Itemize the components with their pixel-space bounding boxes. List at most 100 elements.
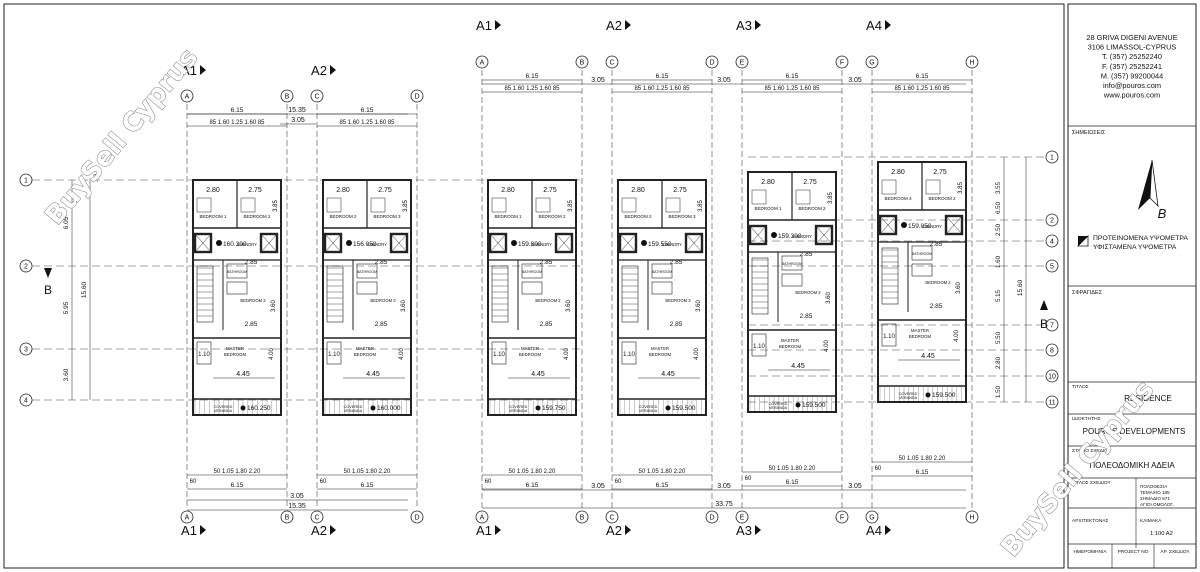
dim-text: 2.85 — [930, 241, 943, 248]
row-axis-bubble — [1045, 234, 1059, 248]
bathroom — [356, 263, 378, 279]
axis-bubble — [735, 55, 749, 69]
lift-cross — [489, 233, 507, 253]
lift-shaft — [193, 232, 213, 254]
dim-total-bottom: 33.75 — [715, 501, 733, 508]
dim-text: 60 — [745, 476, 752, 482]
unit-tag-bottom: A3 — [736, 523, 752, 538]
axis-label: G — [869, 515, 874, 522]
ensuite — [326, 341, 342, 365]
dim-text: 6.15 — [361, 482, 374, 489]
row-axis-label: 2 — [1050, 218, 1054, 225]
room-label: COVERED — [214, 405, 233, 409]
axis-bubble — [310, 89, 324, 103]
dim-text: 2.85 — [375, 321, 388, 328]
room-label: BEDROOM 2 — [795, 290, 821, 295]
lift-shaft — [259, 232, 279, 254]
dim-text: 85 1.60 1.25 1.60 85 — [504, 86, 560, 92]
room-label: BEDROOM 2 — [928, 196, 956, 201]
axis-bubble — [605, 55, 619, 69]
ensuite — [751, 333, 767, 357]
level-text: 159.500 — [672, 405, 696, 412]
dim-text: 6.15 — [231, 482, 244, 489]
dim-text: 60 — [875, 466, 882, 472]
dim-text: 2.85 — [245, 259, 258, 266]
bathroom — [911, 263, 933, 277]
drawing-no-header: ΑΡ. ΣΧΕΔΙΟΥ — [1160, 549, 1190, 555]
dim-text: 85 1.60 1.25 1.60 85 — [209, 120, 265, 126]
axis-label: F — [840, 60, 844, 67]
notes-header: ΣΗΜΕΙΩΣΕΙΣ — [1072, 130, 1106, 136]
room-label: BEDROOM 1 — [199, 214, 227, 219]
dim-text: 3.60 — [566, 300, 572, 312]
room-label: MASTER — [651, 346, 669, 351]
dim-text: 4.45 — [661, 371, 675, 378]
axis-bubble — [605, 510, 619, 524]
owner: POUROS DEVELOPMENTS — [1083, 427, 1186, 436]
row-axis-bubble — [1045, 369, 1059, 383]
room-label: BEDROOM 2 — [798, 206, 826, 211]
drawing-title-header: ΤΙΤΛΟΣ ΣΧΕΔΙΟΥ — [1072, 480, 1111, 486]
dim-text: 2.80 — [761, 179, 775, 186]
room-label: LAUNDRY — [662, 242, 682, 247]
dim-text: 85 1.60 1.25 1.60 85 — [764, 86, 820, 92]
address-line: 3106 LIMASSOL-CYPRUS — [1088, 43, 1177, 52]
level-marker-icon — [346, 240, 352, 246]
dim-text: 3.60 — [956, 282, 962, 294]
axis-bubble — [410, 89, 424, 103]
dim-text: 3.60 — [826, 292, 832, 304]
room-label: VERANDA — [769, 406, 788, 410]
bathroom — [651, 263, 673, 279]
axis-label: F — [840, 515, 844, 522]
wardrobe — [535, 197, 551, 213]
room-label: BATHROOM — [522, 270, 543, 274]
room-label: VERANDA — [639, 409, 658, 413]
dim-text: 2.80 — [631, 187, 645, 194]
dim-text: 3.85 — [828, 192, 834, 204]
dim-total-top: 15.35 — [288, 107, 306, 114]
axis-bubble — [475, 55, 489, 69]
dim-text: 2.85 — [930, 303, 943, 310]
dim-text: 2.85 — [800, 251, 813, 258]
room-label: MASTER — [911, 328, 929, 333]
row-axis-bubble — [1045, 343, 1059, 357]
room-label: BEDROOM 2 — [240, 298, 266, 303]
lift-cross — [260, 233, 278, 253]
bathroom — [651, 281, 673, 295]
right-row-axes: 12457810113.556.502.501.605.155.502.801.… — [748, 150, 1059, 409]
axis-bubble — [575, 55, 589, 69]
wardrobe — [240, 197, 256, 213]
stage-header: ΣΤΑΔΙΟ ΣΧΕΔΙΟΥ — [1072, 448, 1112, 454]
dim-text: 4.45 — [791, 363, 805, 370]
room-label: BEDROOM — [354, 352, 377, 357]
axis-bubble — [735, 510, 749, 524]
dim-text: 4.00 — [399, 348, 405, 360]
dim-text: 1.10 — [753, 344, 765, 350]
dim-text: 2.80 — [891, 169, 905, 176]
dim-text: 85 1.60 1.25 1.60 85 — [339, 120, 395, 126]
unit-tag-top: A3 — [736, 18, 752, 33]
address-line: F. (357) 25252241 — [1102, 62, 1162, 71]
row-axis-bubble — [1045, 395, 1059, 409]
north-label: B — [1158, 206, 1167, 221]
axis-label: G — [869, 60, 874, 67]
bathroom — [911, 245, 933, 261]
dim-text: 2.75 — [803, 179, 817, 186]
drawing-frame — [3, 3, 1065, 569]
dim-text: 60 — [320, 479, 327, 485]
location-line: ΣΗΜΑΔΙΟ 571 — [1140, 496, 1170, 501]
dim-text: 85 1.60 1.25 1.60 85 — [894, 86, 950, 92]
dim-text: 6.15 — [231, 107, 244, 114]
row-axis-label: 10 — [1048, 374, 1056, 381]
dim-gap: 3.05 — [717, 77, 731, 84]
level-marker-icon — [535, 405, 541, 411]
dim-text: 1.10 — [198, 352, 210, 358]
axis-label: C — [314, 94, 319, 101]
dim-text: 2.85 — [800, 313, 813, 320]
room-label: VERANDA — [344, 409, 363, 413]
room-label: BATHROOM — [227, 270, 248, 274]
section-arrow-icon — [885, 20, 891, 30]
section-arrow-icon — [495, 525, 501, 535]
level-text: 159.500 — [802, 402, 826, 409]
